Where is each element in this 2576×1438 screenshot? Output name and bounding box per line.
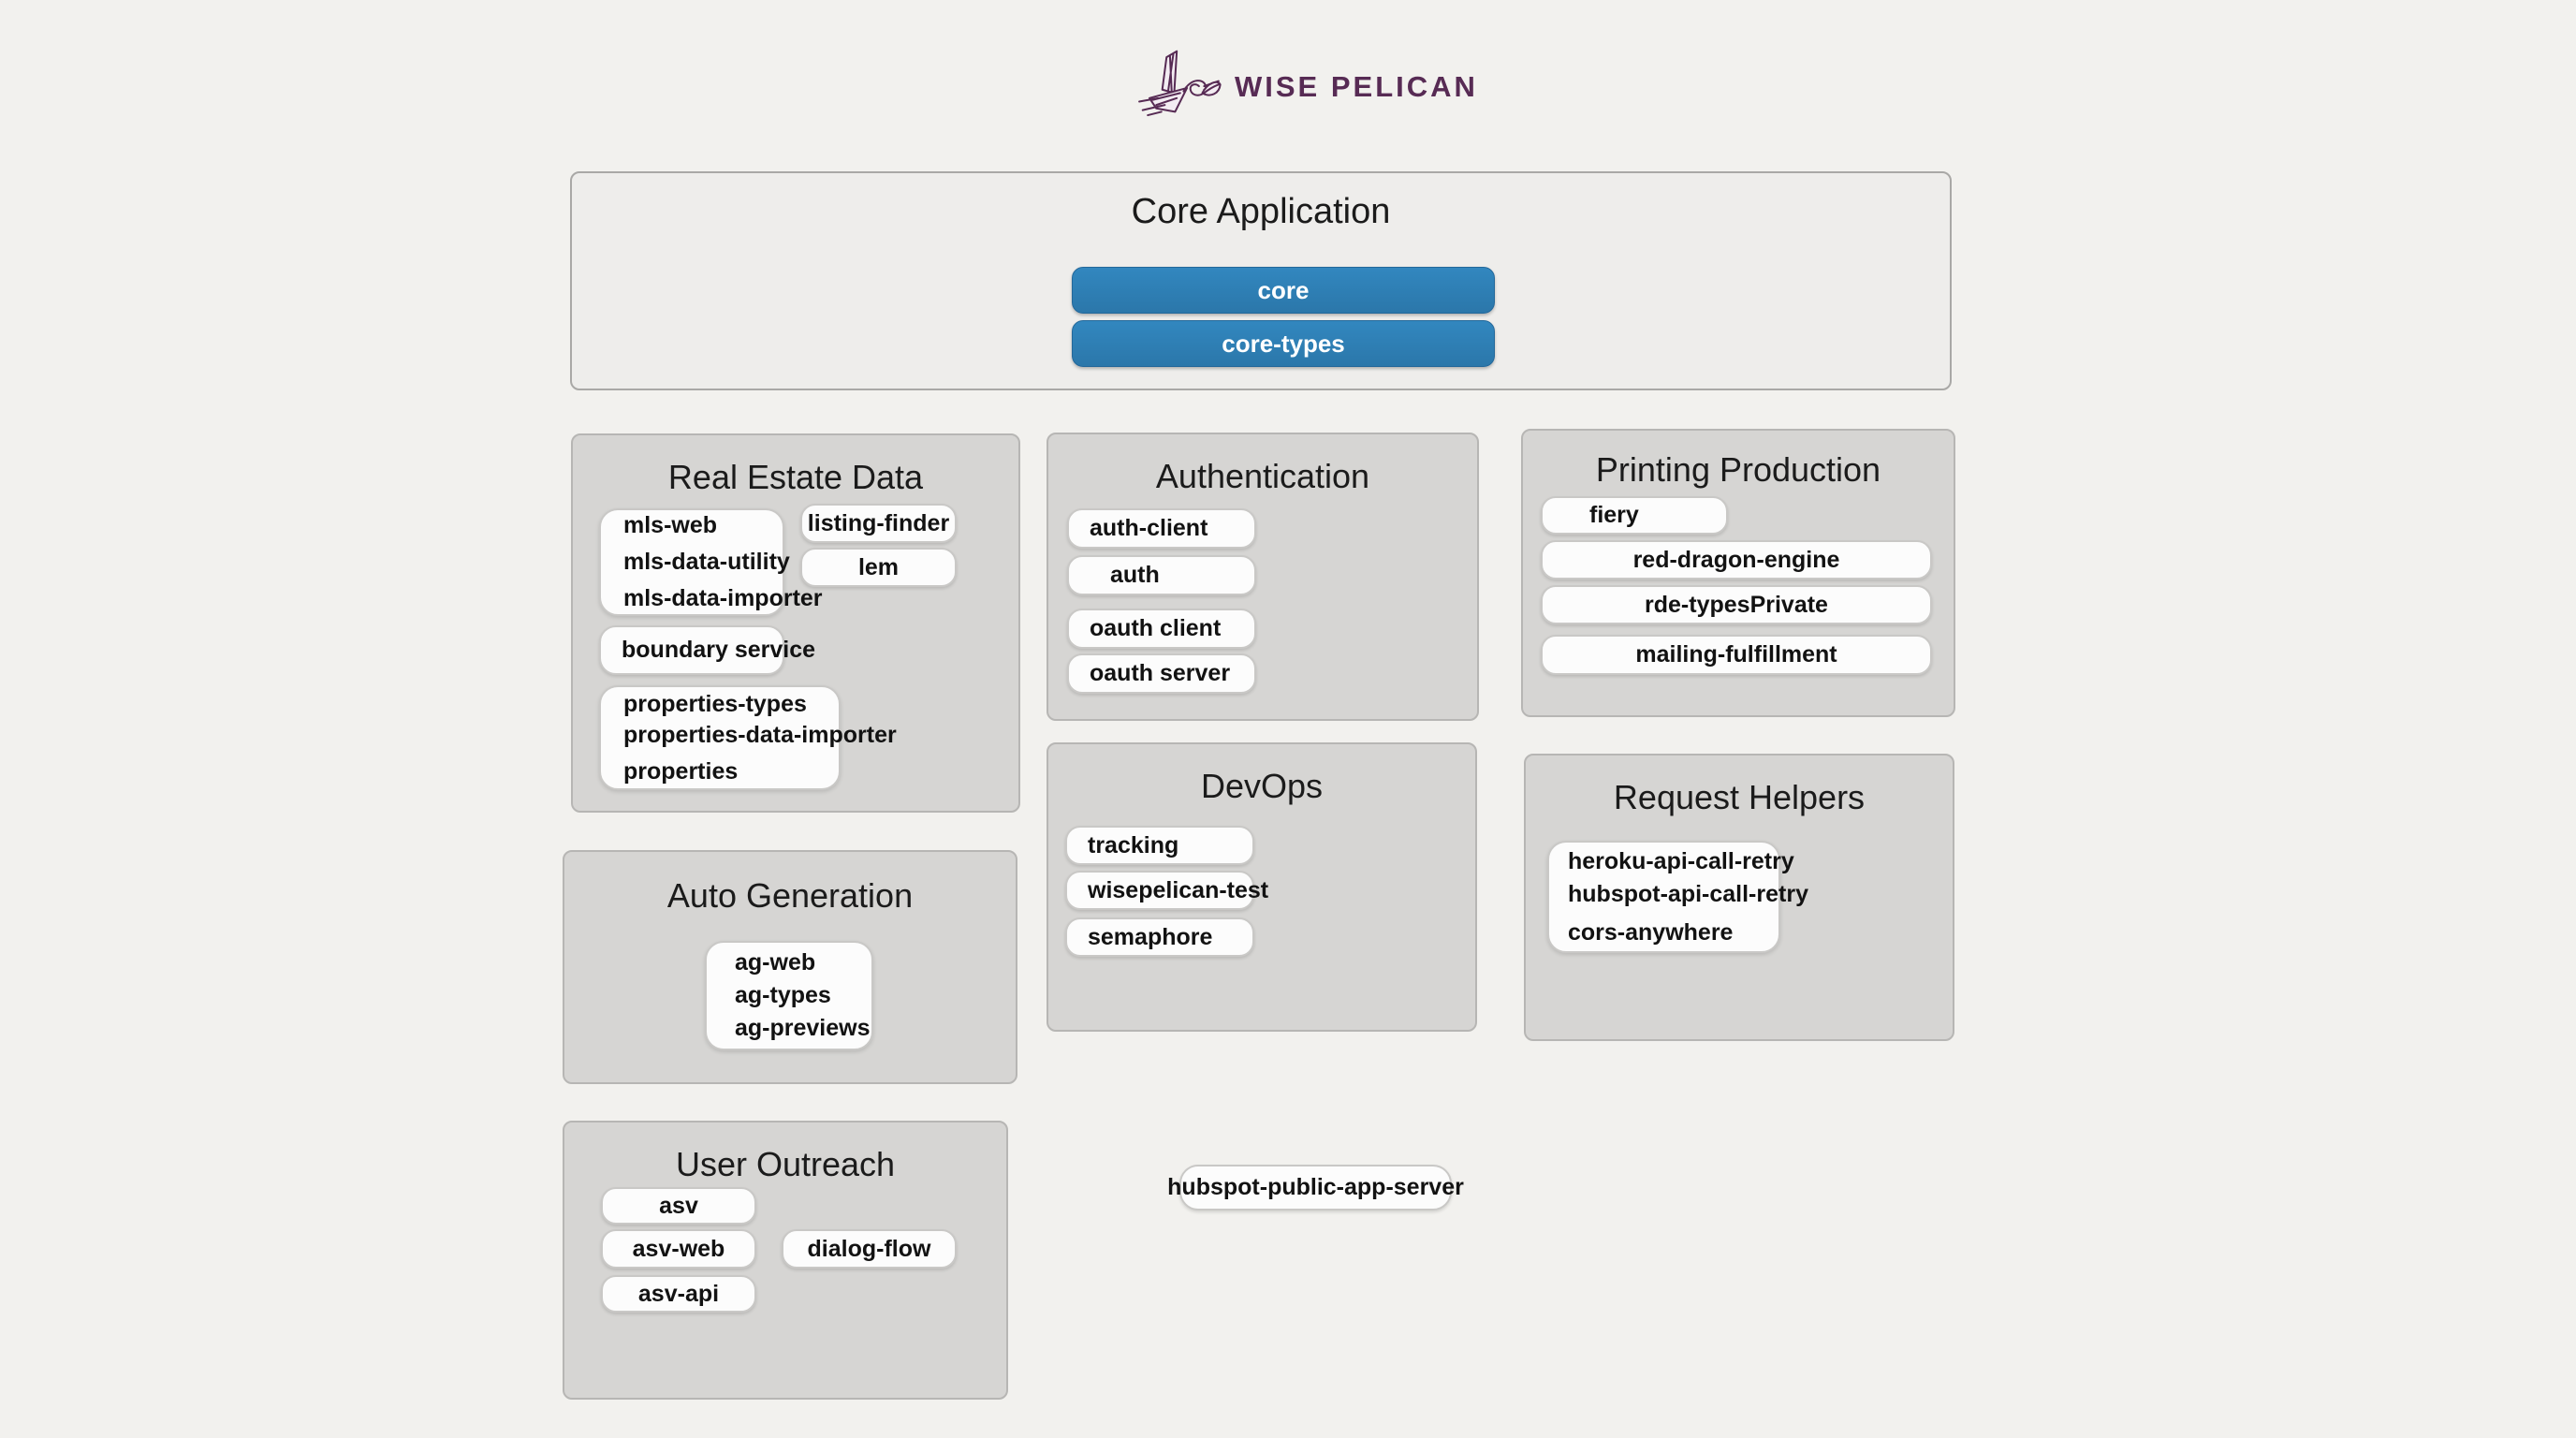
node-properties-card[interactable]: properties-types properties-data-importe… — [599, 685, 897, 790]
logo-wordmark: WISE PELICAN — [1235, 70, 1478, 103]
node-mls-card[interactable]: mls-web mls-data-utility mls-data-import… — [599, 508, 823, 616]
origami-pelican-icon — [1135, 49, 1222, 125]
node-auto-generation-card[interactable]: ag-web ag-types ag-previews — [705, 941, 873, 1050]
group-title-request-helpers: Request Helpers — [1613, 778, 1866, 816]
node-listing-finder[interactable]: listing-finder — [800, 504, 957, 543]
node-wisepelican-test[interactable]: wisepelican-test — [1065, 871, 1268, 910]
group-title-auto-generation: Auto Generation — [666, 876, 914, 915]
node-hubspot-api-call-retry: hubspot-api-call-retry — [1568, 880, 1808, 907]
node-fiery[interactable]: fiery — [1541, 496, 1728, 535]
node-mailing-fulfillment[interactable]: mailing-fulfillment — [1541, 635, 1932, 675]
logo: WISE PELICAN — [1135, 49, 1478, 125]
group-title-authentication: Authentication — [1155, 457, 1370, 495]
node-asv-api[interactable]: asv-api — [601, 1275, 756, 1313]
node-tracking[interactable]: tracking — [1065, 826, 1254, 865]
node-core-types[interactable]: core-types — [1072, 320, 1495, 367]
node-mls-web: mls-web — [623, 512, 718, 538]
node-auth-client[interactable]: auth-client — [1067, 508, 1256, 549]
node-mls-data-utility: mls-data-utility — [623, 549, 790, 575]
group-title-printing-production: Printing Production — [1595, 450, 1881, 489]
group-title-user-outreach: User Outreach — [675, 1145, 896, 1183]
node-rde-typesPrivate[interactable]: rde-typesPrivate — [1541, 585, 1932, 624]
node-dialog-flow[interactable]: dialog-flow — [782, 1229, 957, 1269]
node-oauth-server[interactable]: oauth server — [1067, 653, 1256, 694]
group-title-core-application: Core Application — [1131, 192, 1391, 231]
node-cors-anywhere: cors-anywhere — [1568, 918, 1734, 946]
group-title-devops: DevOps — [1200, 767, 1324, 805]
node-semaphore[interactable]: semaphore — [1065, 917, 1254, 957]
node-heroku-api-call-retry: heroku-api-call-retry — [1568, 847, 1794, 874]
node-boundary-service[interactable]: boundary service — [599, 625, 815, 675]
node-red-dragon-engine[interactable]: red-dragon-engine — [1541, 540, 1932, 580]
node-lem[interactable]: lem — [800, 548, 957, 587]
node-ag-previews: ag-previews — [735, 1015, 871, 1041]
node-core[interactable]: core — [1072, 267, 1495, 314]
node-request-helpers-card[interactable]: heroku-api-call-retry hubspot-api-call-r… — [1547, 841, 1808, 953]
node-mls-data-importer: mls-data-importer — [623, 585, 823, 611]
node-properties-data-importer: properties-data-importer — [623, 721, 897, 748]
node-properties-types: properties-types — [623, 690, 807, 717]
node-asv[interactable]: asv — [601, 1187, 756, 1225]
node-ag-types: ag-types — [735, 982, 831, 1008]
node-auth[interactable]: auth — [1067, 555, 1256, 595]
node-properties: properties — [623, 757, 739, 785]
node-ag-web: ag-web — [735, 949, 816, 976]
node-asv-web[interactable]: asv-web — [601, 1229, 756, 1269]
node-oauth-client[interactable]: oauth client — [1067, 609, 1256, 649]
group-title-real-estate-data: Real Estate Data — [667, 458, 924, 496]
node-hubspot-public-app-server[interactable]: hubspot-public-app-server — [1167, 1165, 1464, 1211]
